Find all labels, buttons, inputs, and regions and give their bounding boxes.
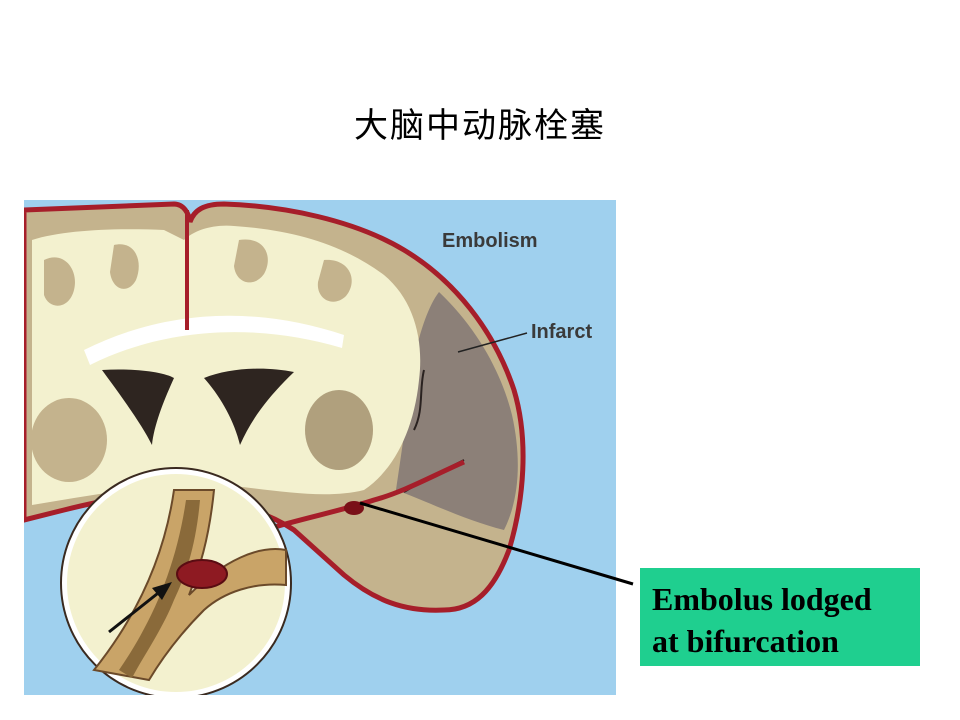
basal-ganglia-left — [31, 398, 107, 482]
embolus-callout: Embolus lodged at bifurcation — [640, 568, 920, 666]
inset-artery-lumen — [119, 500, 200, 678]
gyrus-fold-1 — [44, 257, 75, 306]
basal-ganglia-right — [305, 390, 373, 470]
brain-coronal-section — [24, 200, 616, 695]
sulcus-line-1 — [413, 369, 425, 431]
gyrus-fold-2 — [110, 244, 139, 289]
right-ventricle — [204, 368, 294, 445]
figure-heading: Embolism — [442, 230, 538, 252]
callout-line-1: Embolus lodged — [652, 581, 872, 617]
flow-arrow-icon — [108, 588, 163, 634]
corpus-callosum — [84, 315, 344, 365]
callout-line-2: at bifurcation — [652, 623, 839, 659]
slide-title: 大脑中动脉栓塞 — [354, 106, 606, 146]
infarct-label: Infarct — [531, 321, 593, 343]
infarct-region — [396, 292, 518, 530]
inset-embolus — [176, 559, 228, 589]
middle-cerebral-artery — [263, 459, 465, 533]
left-ventricle — [102, 369, 174, 445]
embolus-site — [344, 501, 364, 515]
gyrus-fold-4 — [317, 259, 352, 302]
gyrus-fold-3 — [234, 239, 268, 283]
embolism-illustration: Embolism Infarct — [24, 200, 616, 695]
magnified-inset-border — [60, 467, 292, 695]
flow-arrow-head-icon — [152, 582, 172, 600]
